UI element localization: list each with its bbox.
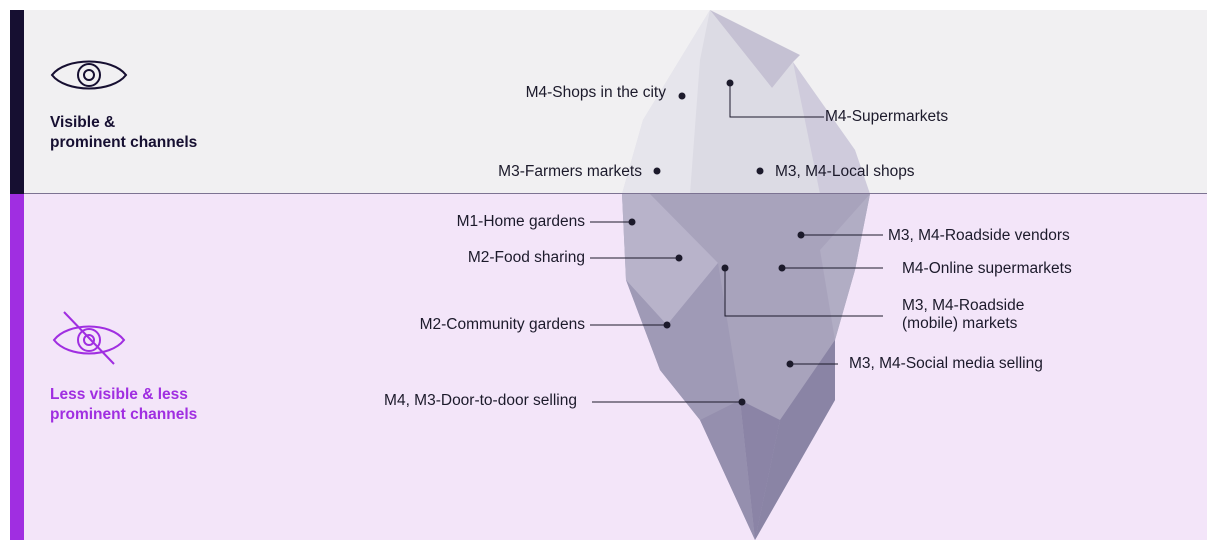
channel-label-roadside-markets: M3, M4-Roadside (mobile) markets (902, 297, 1024, 333)
channel-label-home-gardens: M1-Home gardens (456, 213, 585, 230)
hidden-section-title: Less visible & less prominent channels (50, 385, 197, 425)
channel-label-social-media: M3, M4-Social media selling (849, 355, 1043, 372)
roadside-markets-line-1: M3, M4-Roadside (902, 297, 1025, 314)
leader-supermarkets (729, 83, 824, 118)
dot-shops-city (678, 92, 686, 100)
dot-social-media (786, 360, 794, 368)
channel-label-roadside-vendors: M3, M4-Roadside vendors (888, 227, 1070, 244)
channel-label-door-to-door: M4, M3-Door-to-door selling (384, 392, 577, 409)
eye-icon (50, 60, 128, 90)
channel-label-food-sharing: M2-Food sharing (467, 249, 585, 266)
channel-label-local-shops: M3, M4-Local shops (775, 163, 915, 180)
channel-label-community-gardens: M2-Community gardens (419, 316, 585, 333)
dot-door-to-door (738, 398, 746, 406)
channel-label-online-supermarkets: M4-Online supermarkets (902, 260, 1072, 277)
leader-roadside-markets (724, 268, 883, 317)
channel-label-farmers-markets: M3-Farmers markets (498, 163, 642, 180)
dot-supermarkets (726, 79, 734, 87)
channel-dots (628, 79, 805, 406)
iceberg-below-water (622, 194, 870, 540)
iceberg-above-water (622, 10, 870, 194)
visible-title-line-2: prominent channels (50, 134, 198, 151)
dot-food-sharing (675, 254, 683, 262)
dot-home-gardens (628, 218, 636, 226)
roadside-markets-line-2: (mobile) markets (902, 315, 1018, 332)
dot-farmers-markets (653, 167, 661, 175)
dot-roadside-vendors (797, 231, 805, 239)
channel-label-supermarkets: M4-Supermarkets (825, 108, 949, 125)
visible-section-band (10, 10, 1207, 194)
hidden-section-band (10, 194, 1207, 540)
hidden-section-accent-bar (10, 194, 24, 540)
dot-roadside-markets (721, 264, 729, 272)
waterline-divider (24, 193, 1207, 194)
dot-online-supermarkets (778, 264, 786, 272)
dot-local-shops (756, 167, 764, 175)
eye-off-icon (52, 311, 126, 365)
visible-title-line-1: Visible & (50, 114, 116, 131)
leader-lines (590, 83, 883, 403)
channel-label-shops-city: M4-Shops in the city (525, 84, 666, 101)
hidden-title-line-1: Less visible & less (50, 386, 188, 403)
hidden-title-line-2: prominent channels (50, 406, 198, 423)
visible-section-accent-bar (10, 10, 24, 194)
dot-community-gardens (663, 321, 671, 329)
visible-section-title: Visible & prominent channels (50, 113, 197, 153)
